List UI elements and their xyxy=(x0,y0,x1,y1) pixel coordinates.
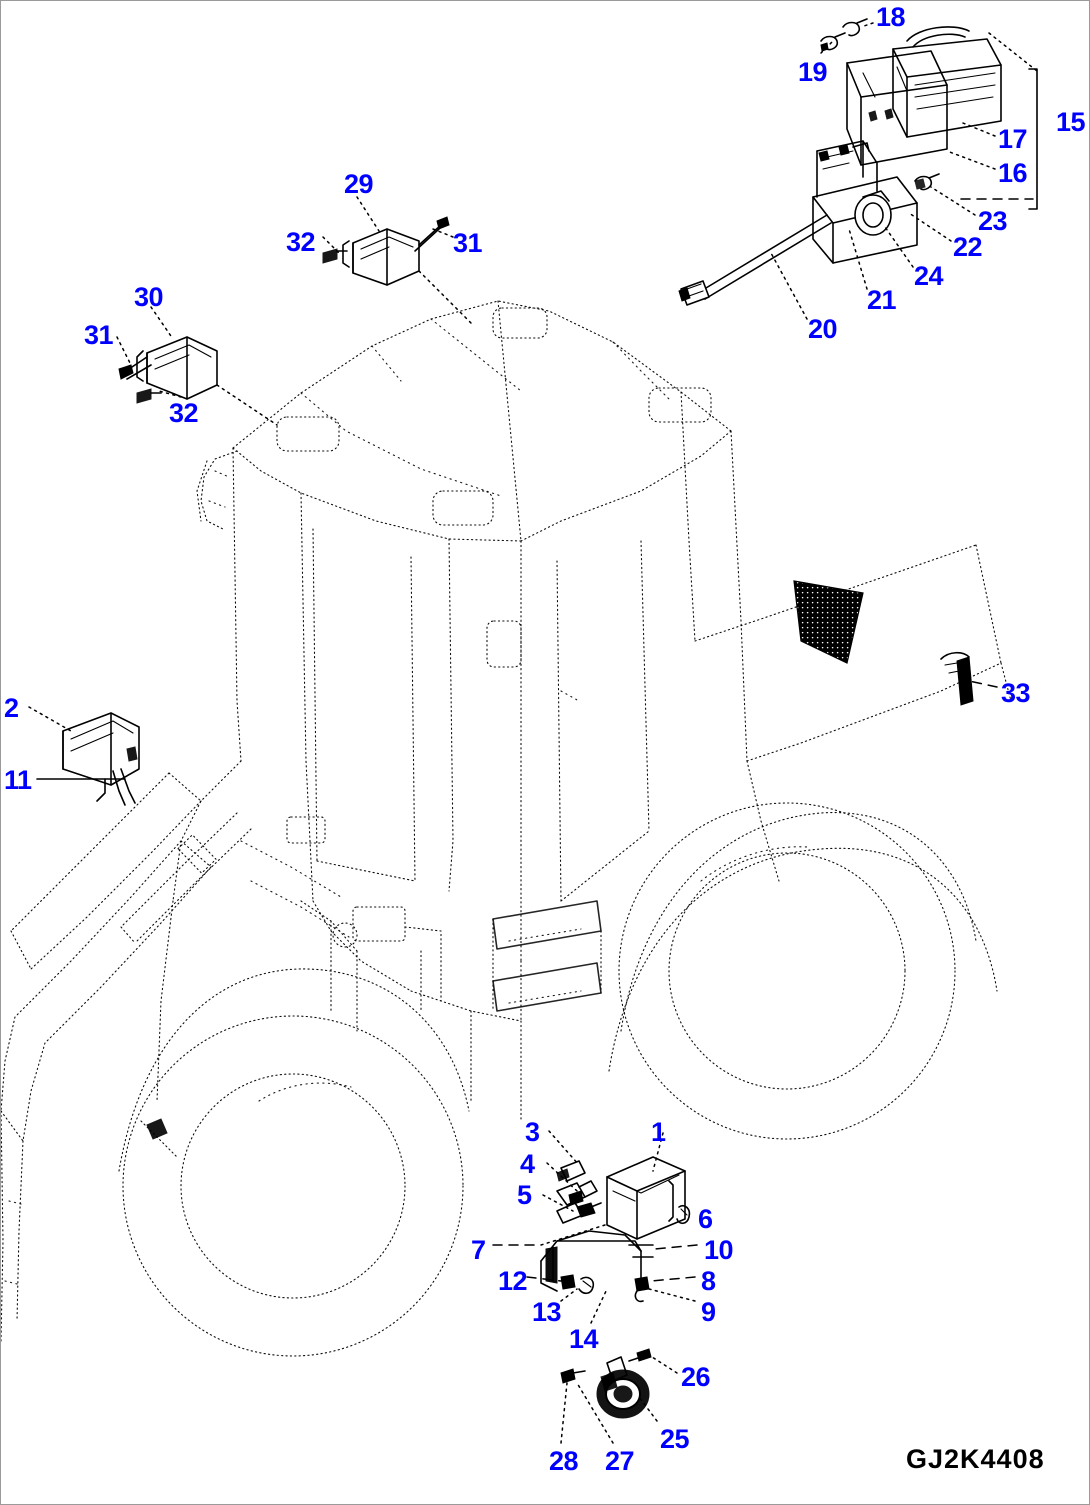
horn-assembly xyxy=(560,1348,652,1419)
callout-23: 23 xyxy=(978,206,1008,236)
callout-12: 12 xyxy=(498,1266,528,1296)
callout-27: 27 xyxy=(605,1446,635,1476)
callout-17: 17 xyxy=(998,124,1028,154)
controller-assembly xyxy=(540,1156,691,1303)
callout-1: 1 xyxy=(651,1117,666,1147)
callout-3: 3 xyxy=(525,1117,540,1147)
callout-6: 6 xyxy=(698,1204,713,1234)
assembly-15-beacon-group xyxy=(678,18,1038,306)
callout-15: 15 xyxy=(1056,107,1086,137)
callout-33: 33 xyxy=(1001,678,1031,708)
callout-13: 13 xyxy=(532,1297,562,1327)
callout-4: 4 xyxy=(520,1149,535,1179)
lamp-assembly-2 xyxy=(62,712,140,806)
callout-7: 7 xyxy=(471,1235,486,1265)
callout-24: 24 xyxy=(914,261,944,291)
callout-32b: 32 xyxy=(169,398,199,428)
callout-22: 22 xyxy=(953,232,983,262)
callout-5: 5 xyxy=(517,1180,532,1210)
callout-29: 29 xyxy=(344,169,374,199)
callout-20: 20 xyxy=(808,314,838,344)
callout-18: 18 xyxy=(876,2,906,32)
bracket-33 xyxy=(940,651,974,706)
machine-outline-ghost xyxy=(1,300,1012,1357)
callout-21: 21 xyxy=(867,285,897,315)
drawing-number: GJ2K4408 xyxy=(906,1444,1045,1474)
callout-2: 2 xyxy=(4,693,19,723)
lamp-assembly-30 xyxy=(118,336,218,404)
callout-19: 19 xyxy=(798,57,828,87)
leader-lines xyxy=(28,22,998,1444)
callout-30: 30 xyxy=(134,282,164,312)
callout-32a: 32 xyxy=(286,227,316,257)
callout-8: 8 xyxy=(701,1266,716,1296)
callout-25: 25 xyxy=(660,1424,690,1454)
callout-28: 28 xyxy=(549,1446,579,1476)
callout-16: 16 xyxy=(998,158,1028,188)
callout-14: 14 xyxy=(569,1324,599,1354)
callout-26: 26 xyxy=(681,1362,711,1392)
lamp-assembly-29 xyxy=(322,216,450,286)
callout-10: 10 xyxy=(704,1235,734,1265)
callout-31a: 31 xyxy=(453,228,483,258)
callout-11: 11 xyxy=(4,765,32,795)
callout-31b: 31 xyxy=(84,320,114,350)
callout-9: 9 xyxy=(701,1297,716,1327)
